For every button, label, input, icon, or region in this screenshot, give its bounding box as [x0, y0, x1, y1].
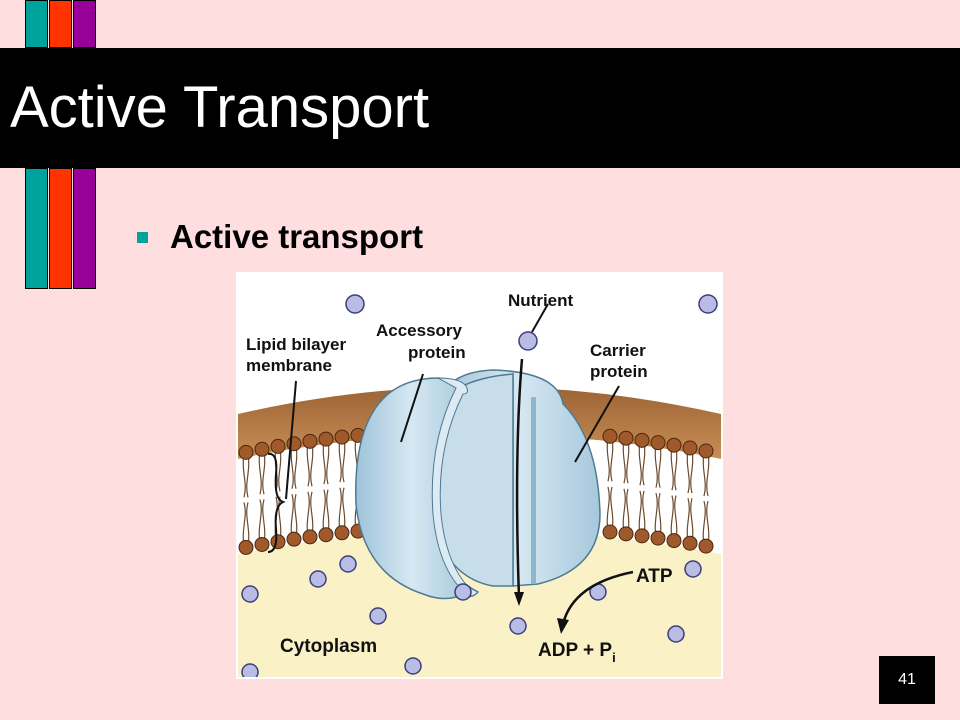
- lipid-head: [238, 444, 254, 460]
- label-lipid-2: membrane: [246, 356, 332, 375]
- title-bar: [0, 48, 960, 168]
- lipid-head: [602, 428, 618, 444]
- lipid-head: [682, 440, 698, 456]
- stripe-red-top: [49, 0, 72, 48]
- bullet-square-icon: [137, 232, 148, 243]
- lipid-head: [666, 533, 682, 549]
- lipid-head: [302, 529, 318, 545]
- transport-diagram: Nutrient Accessory protein Lipid bilayer…: [238, 274, 721, 677]
- bullet-text: Active transport: [170, 218, 424, 255]
- cytoplasm-region: [238, 509, 721, 677]
- lipid-head: [270, 534, 286, 550]
- nutrient-molecules: [241, 294, 718, 677]
- lipid-head: [318, 527, 334, 543]
- lipid-head: [666, 437, 682, 453]
- lipid-head: [334, 525, 350, 541]
- label-carrier-2: protein: [590, 362, 648, 381]
- transport-arrow-icon: [514, 358, 524, 606]
- lipid-head: [698, 538, 714, 554]
- lipid-head: [634, 528, 650, 544]
- lipid-head: [286, 531, 302, 547]
- lipid-head: [650, 435, 666, 451]
- lipid-head: [254, 441, 270, 457]
- lipid-head: [318, 431, 334, 447]
- lipid-head: [650, 530, 666, 546]
- label-atp: ATP: [636, 566, 673, 587]
- label-accessory-2: protein: [408, 343, 466, 362]
- lipid-head: [270, 438, 286, 454]
- slide-title: Active Transport: [10, 75, 430, 140]
- label-nutrient: Nutrient: [508, 291, 574, 310]
- lipid-head: [334, 429, 350, 445]
- lipid-head: [634, 432, 650, 448]
- label-lipid-1: Lipid bilayer: [246, 335, 347, 354]
- lipid-head: [698, 443, 714, 459]
- lipid-bilayer: [238, 427, 714, 555]
- label-carrier-1: Carrier: [590, 341, 646, 360]
- lipid-head: [602, 524, 618, 540]
- label-cytoplasm: Cytoplasm: [280, 636, 377, 657]
- lipid-head: [618, 430, 634, 446]
- lipid-head: [618, 526, 634, 542]
- label-leader-lines: [267, 303, 620, 553]
- page-number: 41: [879, 656, 935, 704]
- stripe-purple-bottom: [73, 168, 96, 289]
- lipid-head: [302, 433, 318, 449]
- label-accessory-1: Accessory: [376, 321, 463, 340]
- stripe-teal-bottom: [25, 168, 48, 289]
- lipid-head: [254, 536, 270, 552]
- atp-arrow-icon: [557, 570, 634, 634]
- stripe-purple-top: [73, 0, 96, 48]
- accessory-protein: [355, 377, 471, 600]
- lipid-head: [682, 535, 698, 551]
- active-transport-figure: Nutrient Accessory protein Lipid bilayer…: [236, 272, 723, 679]
- lipid-head: [286, 436, 302, 452]
- stripe-red-bottom: [49, 168, 72, 289]
- lipid-head: [238, 539, 254, 555]
- stripe-teal-top: [25, 0, 48, 48]
- label-adp: ADP + Pi: [538, 640, 616, 665]
